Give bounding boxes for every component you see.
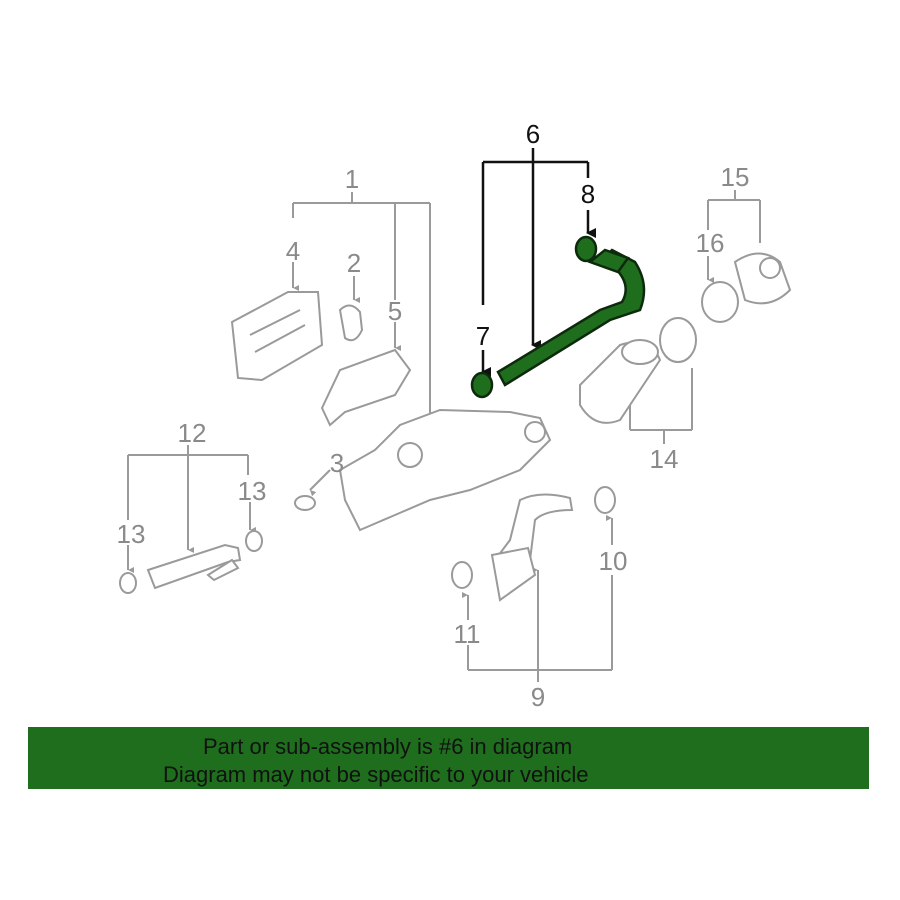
banner-line-2: Diagram may not be specific to your vehi… [163, 762, 589, 787]
callout-9: 9 [531, 682, 545, 712]
highlighted-pipe-6 [496, 248, 646, 387]
callout-8: 8 [581, 179, 595, 209]
disclaimer-banner: Part or sub-assembly is #6 in diagram Di… [28, 727, 869, 789]
filter-housing-1 [338, 408, 552, 532]
callout-14: 14 [650, 444, 679, 474]
callout-7: 7 [476, 321, 490, 351]
callout-2: 2 [347, 248, 361, 278]
callout-5: 5 [388, 296, 402, 326]
oil-cooler-4 [230, 291, 324, 382]
o-ring-3 [294, 495, 316, 511]
callout-11: 11 [454, 619, 481, 649]
o-ring-13-left [119, 572, 137, 594]
o-ring-11 [451, 561, 473, 589]
callout-1: 1 [345, 164, 359, 194]
callout-3: 3 [330, 448, 344, 478]
callout-13-right: 13 [238, 476, 267, 506]
gasket-5 [320, 348, 412, 427]
pipe-12 [146, 543, 242, 590]
leader-lines [127, 190, 761, 682]
oil-filter-14 [579, 339, 662, 424]
callout-15: 15 [721, 162, 750, 192]
highlighted-o-ring-8 [574, 235, 598, 263]
callout-12: 12 [178, 418, 207, 448]
o-ring-13-right [245, 530, 263, 552]
highlighted-o-ring-7 [470, 371, 494, 399]
banner-line-1: Part or sub-assembly is #6 in diagram [203, 734, 573, 759]
o-ring-10 [594, 486, 616, 514]
callout-13-left: 13 [117, 519, 146, 549]
o-ring-16 [701, 281, 739, 323]
callout-4: 4 [286, 236, 300, 266]
callout-10: 10 [599, 546, 628, 576]
o-ring-14 [659, 317, 697, 363]
filter-cap-15 [733, 252, 792, 305]
callout-16: 16 [696, 228, 725, 258]
highlight-leader-lines [481, 148, 596, 377]
gasket-2 [338, 304, 364, 342]
callout-labels: 1 2 3 4 5 6 7 8 9 10 11 12 13 13 14 15 1… [117, 119, 750, 712]
callout-6: 6 [526, 119, 540, 149]
pipe-9 [490, 493, 574, 602]
